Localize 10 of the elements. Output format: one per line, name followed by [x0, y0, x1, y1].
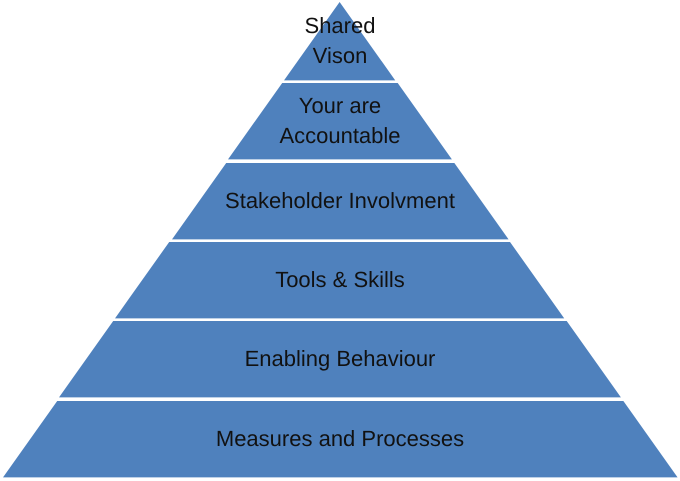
pyramid-tier — [115, 242, 565, 318]
tier-label: Measures and Processes — [214, 424, 466, 453]
pyramid-tier — [172, 162, 508, 239]
tier-label: Your are Accountable — [278, 92, 402, 150]
tier-label: Stakeholder Involvment — [224, 186, 456, 215]
tier-label: Tools & Skills — [274, 266, 406, 294]
pyramid-tier — [59, 321, 621, 398]
tier-label: Enabling Behaviour — [244, 345, 436, 374]
pyramid-tier — [228, 83, 452, 160]
pyramid-tier — [2, 400, 678, 477]
